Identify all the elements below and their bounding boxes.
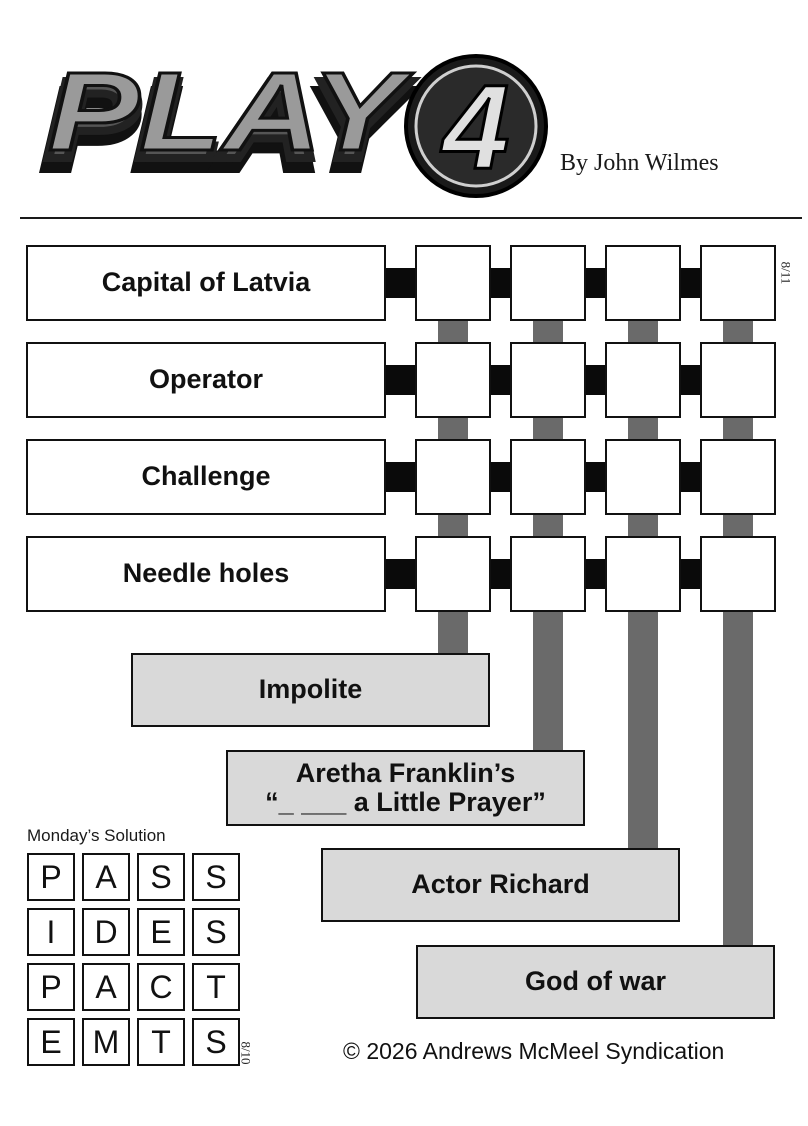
solution-cell: A — [82, 853, 130, 901]
logo-mid-text: PLAY — [46, 57, 412, 182]
answer-cell[interactable] — [700, 439, 776, 515]
solution-cell: M — [82, 1018, 130, 1066]
answer-cell[interactable] — [415, 439, 491, 515]
answer-cell[interactable] — [605, 439, 681, 515]
column-clue: God of war — [416, 945, 775, 1019]
column-clue: Aretha Franklin’s“_ ___ a Little Prayer” — [226, 750, 585, 826]
solution-cell: C — [137, 963, 185, 1011]
logo-digit: 4 — [441, 60, 510, 194]
solution-cell: I — [27, 908, 75, 956]
column-clue: Impolite — [131, 653, 490, 727]
puzzle-date-code: 8/11 — [778, 261, 794, 285]
solution-cell: E — [27, 1018, 75, 1066]
solution-cell: P — [27, 853, 75, 901]
solution-cell: A — [82, 963, 130, 1011]
answer-cell[interactable] — [605, 342, 681, 418]
logo-face-text: PLAY — [48, 49, 414, 174]
answer-cell[interactable] — [415, 536, 491, 612]
column-clue-line1: Actor Richard — [411, 869, 590, 900]
byline: By John Wilmes — [560, 150, 719, 176]
solution-title: Monday’s Solution — [27, 826, 166, 845]
solution-cell: S — [192, 908, 240, 956]
header-divider — [20, 217, 802, 219]
row-clue: Capital of Latvia — [26, 245, 386, 321]
column-clue: Actor Richard — [321, 848, 680, 922]
solution-date-code: 8/10 — [238, 1041, 254, 1065]
answer-cell[interactable] — [700, 245, 776, 321]
answer-cell[interactable] — [510, 245, 586, 321]
logo-shadow-text: PLAY — [44, 67, 410, 192]
answer-cell[interactable] — [510, 439, 586, 515]
answer-cell[interactable] — [415, 245, 491, 321]
answer-cell[interactable] — [605, 536, 681, 612]
row-clue: Needle holes — [26, 536, 386, 612]
solution-cell: P — [27, 963, 75, 1011]
answer-cell[interactable] — [510, 342, 586, 418]
answer-cell[interactable] — [700, 342, 776, 418]
answer-cell[interactable] — [415, 342, 491, 418]
answer-cell[interactable] — [510, 536, 586, 612]
answer-cell[interactable] — [700, 536, 776, 612]
solution-cell: T — [137, 1018, 185, 1066]
row-clue: Challenge — [26, 439, 386, 515]
column-clue-line1: Aretha Franklin’s — [295, 757, 516, 788]
answer-cell[interactable] — [605, 245, 681, 321]
solution-cell: S — [192, 1018, 240, 1066]
solution-cell: S — [137, 853, 185, 901]
play4-logo: PLAY PLAY PLAY 4 — [39, 48, 548, 198]
column-clue-line2: “_ ___ a Little Prayer” — [265, 787, 546, 817]
column-clue-line1: God of war — [525, 966, 666, 997]
solution-cell: D — [82, 908, 130, 956]
solution-cell: S — [192, 853, 240, 901]
solution-cell: E — [137, 908, 185, 956]
column-clue-line1: Impolite — [258, 674, 363, 705]
solution-cell: T — [192, 963, 240, 1011]
copyright: © 2026 Andrews McMeel Syndication — [343, 1038, 725, 1064]
row-clue: Operator — [26, 342, 386, 418]
